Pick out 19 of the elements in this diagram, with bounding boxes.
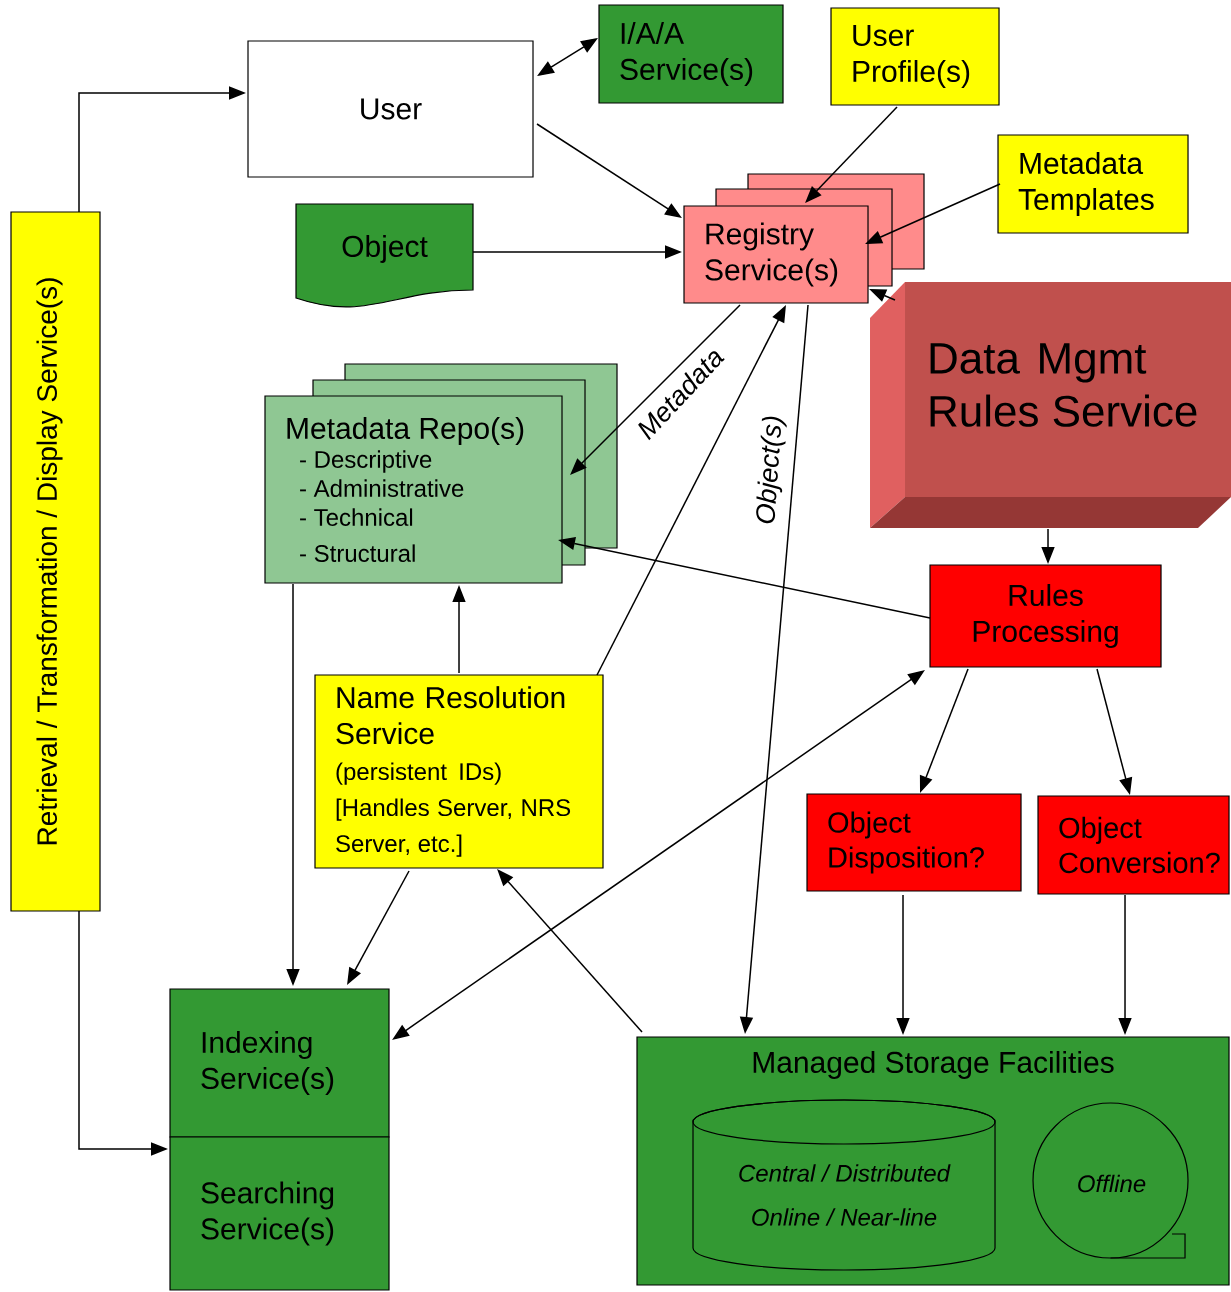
arrow (497, 869, 643, 1033)
cube-block: Data Mgmt Rules Service (870, 282, 1231, 528)
database-cylinder: Central / Distributed Online / Near-line (692, 1099, 996, 1271)
process-box: Object Conversion? (1037, 795, 1230, 895)
template-box: Metadata Templates (997, 134, 1189, 234)
service-box: Name Resolution Service (persistent IDs) [Handles Server, NRS Server, etc.] (314, 674, 604, 869)
process-box: Object Disposition? (806, 793, 1022, 892)
profile-box: User Profile(s) (830, 7, 1000, 106)
stacked-cards: Metadata Repo(s) - Descriptive - Administrative - Technical - Structural (264, 363, 618, 584)
service-box: I/A/A Service(s) (598, 4, 784, 104)
arrow (805, 106, 898, 203)
stacked-cards: Registry Service(s) (683, 173, 925, 304)
user-box: User (247, 40, 534, 178)
arrow (570, 304, 741, 475)
service-box: Searching Service(s) (169, 1136, 390, 1291)
service-box: Indexing Service(s) (169, 988, 390, 1138)
vertical-band: Retrieval / Transformation / Display Service(s) (10, 211, 101, 912)
edge-label: Object(s) (753, 413, 789, 527)
process-box: Rules Processing (929, 564, 1162, 668)
